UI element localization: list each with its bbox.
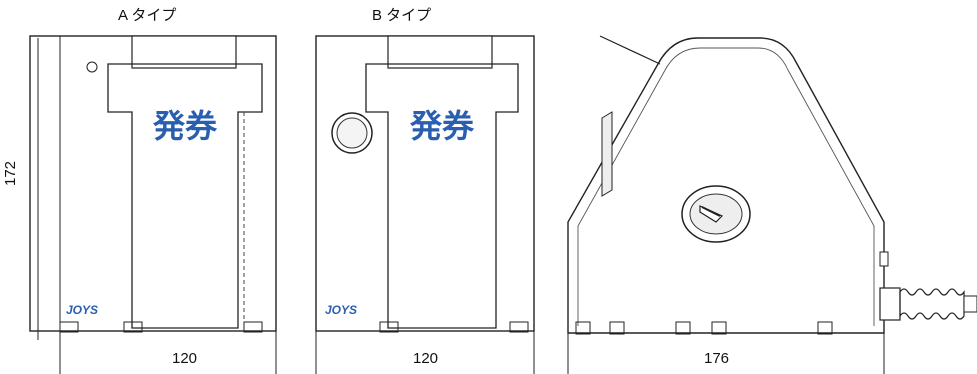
side-view-connector xyxy=(879,251,889,267)
side-view-front-button xyxy=(601,111,613,197)
side-view-inner-edge xyxy=(577,47,875,326)
type-b-foot-mid xyxy=(379,321,399,333)
type-a-sign-text: 発券 xyxy=(152,108,218,144)
type-a-foot-mid xyxy=(123,321,143,333)
type-a-foot-left xyxy=(59,321,79,333)
type-a-foot-right xyxy=(243,321,263,333)
type-a-indicator-lamp xyxy=(86,61,98,73)
side-view-foot-3 xyxy=(675,321,691,335)
type-a-body xyxy=(29,35,277,332)
type-b-width-dimension: 120 xyxy=(413,350,439,367)
type-b-push-button-inner xyxy=(336,117,368,149)
side-view-spiral-cable xyxy=(899,288,965,320)
type-b-body xyxy=(315,35,535,332)
type-a-ticket-slot xyxy=(131,35,237,69)
side-view xyxy=(567,35,977,374)
type-b-brand-logo: JOYS xyxy=(325,303,357,317)
side-view-foot-1 xyxy=(575,321,591,335)
type-a-front-panel xyxy=(107,63,263,329)
type-a-front-view: 発券 JOYS xyxy=(29,35,277,374)
type-a-width-dimension: 120 xyxy=(172,350,198,367)
side-view-foot-5 xyxy=(817,321,833,335)
type-b-title: B タイプ xyxy=(372,7,432,24)
type-b-front-panel xyxy=(365,63,519,329)
type-b-foot-right xyxy=(509,321,529,333)
height-dimension: 172 xyxy=(2,160,19,186)
side-view-foot-4 xyxy=(711,321,727,335)
type-b-sign-text: 発券 xyxy=(409,108,475,144)
side-view-foot-2 xyxy=(609,321,625,335)
side-view-ticket-guide xyxy=(599,35,661,65)
side-view-body xyxy=(567,37,885,334)
side-view-key-arrow xyxy=(701,206,721,217)
side-view-cable-end xyxy=(963,295,977,313)
type-b-ticket-slot xyxy=(387,35,493,69)
type-a-title: A タイプ xyxy=(118,7,177,24)
type-b-front-view: 発券 JOYS xyxy=(315,35,535,374)
side-depth-dimension: 176 xyxy=(704,350,730,367)
type-a-brand-logo: JOYS xyxy=(66,303,98,317)
side-view-cable-gland xyxy=(879,287,901,321)
